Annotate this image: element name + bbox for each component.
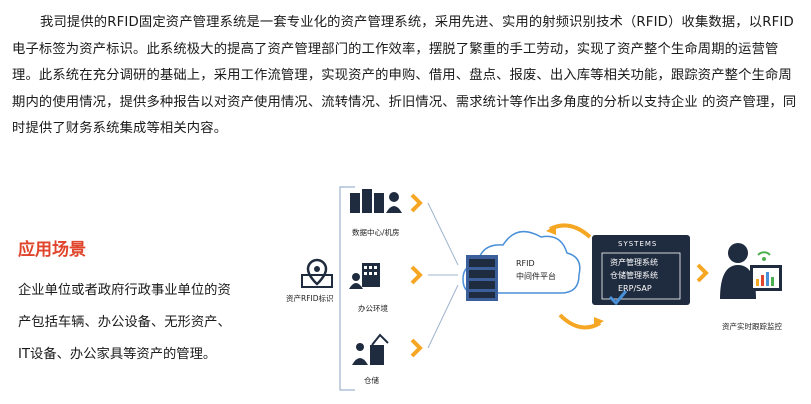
arrow-warehouse-to-server xyxy=(410,338,423,358)
tag-bracket-line xyxy=(339,186,355,391)
rfid-middleware-line2: 中间件平台 xyxy=(516,272,556,281)
converging-lines xyxy=(427,202,459,349)
arrow-office-to-server xyxy=(410,265,423,285)
rfid-tag-label: 资产RFID标识 xyxy=(286,294,334,303)
warehouse-worker-icon xyxy=(352,333,389,365)
arrow-systems-to-monitor xyxy=(696,263,709,283)
warehouse-label: 仓储 xyxy=(364,376,379,385)
checkmark-icon xyxy=(608,290,628,306)
systems-box xyxy=(592,235,690,305)
system-item-asset-management: 资产管理系统 xyxy=(610,258,658,267)
monitoring-person-icon xyxy=(720,243,782,299)
systems-header: SYSTEMS xyxy=(618,240,658,248)
arrow-datacenter-to-server xyxy=(410,193,423,213)
office-label: 办公环境 xyxy=(358,304,388,313)
office-building-icon xyxy=(349,263,380,289)
curved-arrow-bottom xyxy=(558,313,604,330)
datacenter-icon xyxy=(350,189,402,213)
datacenter-label: 数据中心/机房 xyxy=(352,228,400,237)
cloud-outline xyxy=(462,230,581,294)
system-item-warehouse-management: 仓储管理系统 xyxy=(610,271,658,280)
application-scene-title: 应用场景 xyxy=(18,240,86,260)
curved-arrow-top xyxy=(546,223,592,239)
system-item-erp-sap: ERP/SAP xyxy=(618,284,652,293)
realtime-monitor-label: 资产实时跟踪监控 xyxy=(722,322,782,331)
intro-paragraph: 我司提供的RFID固定资产管理系统是一套专业化的资产管理系统，采用先进、实用的射… xyxy=(12,15,797,137)
rfid-architecture-diagram: 资产RFID标识 数据中心/机房 办公环境 仓储 RFID 中间件平台 SYST… xyxy=(260,175,805,400)
rfid-tag-location-icon xyxy=(301,258,333,288)
application-scene-description: 企业单位或者政府行政事业单位的资产包括车辆、办公设备、无形资产、IT设备、办公家… xyxy=(18,283,231,362)
server-rack-icon xyxy=(466,255,498,301)
rfid-middleware-line1: RFID xyxy=(516,259,535,268)
